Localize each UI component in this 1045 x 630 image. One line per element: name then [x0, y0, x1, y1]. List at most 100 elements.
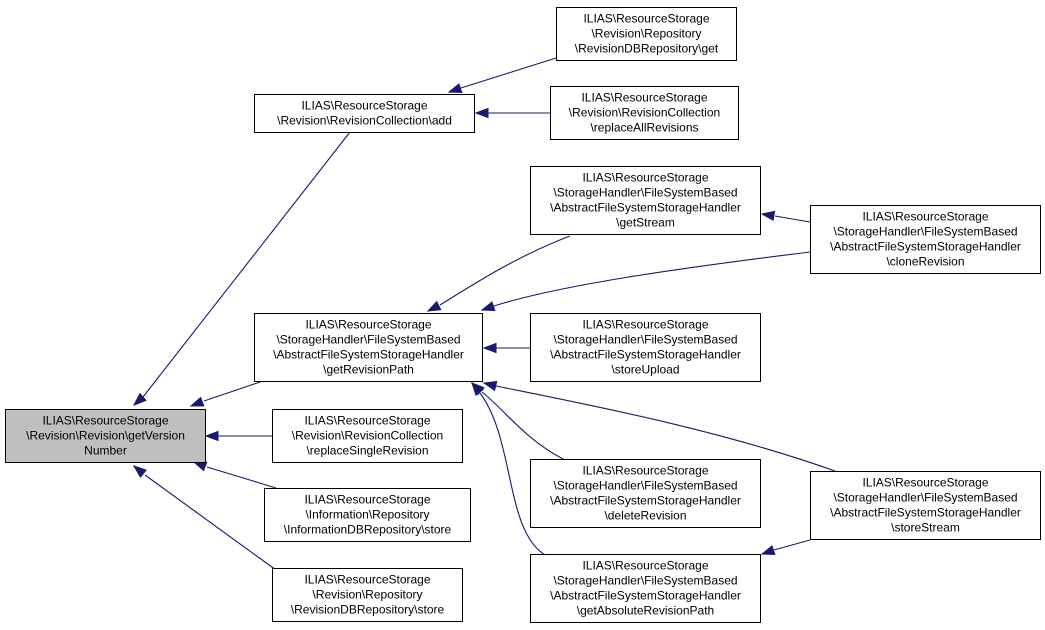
edge-cloneRevision-to-getStream	[760, 210, 811, 223]
edge-line	[203, 380, 264, 402]
node-label-line: \getRevisionPath	[323, 363, 414, 377]
arrowhead-icon	[760, 545, 776, 556]
edge-line	[144, 474, 277, 571]
node-box	[254, 94, 475, 133]
node-label-line: \AbstractFileSystemStorageHandler	[273, 348, 464, 362]
node-label-line: ILIAS\ResourceStorage	[583, 12, 709, 26]
node-box	[810, 205, 1041, 274]
node-label-line: ILIAS\ResourceStorage	[305, 318, 431, 332]
node-storeUpload[interactable]: ILIAS\ResourceStorage\StorageHandler\Fil…	[530, 313, 761, 382]
node-label-line: \RevisionDBRepository\get	[575, 42, 719, 56]
node-label-line: \Revision\RevisionCollection\add	[277, 114, 452, 128]
edge-infoStore-to-root	[192, 461, 277, 489]
node-label-line: \StorageHandler\FileSystemBased	[553, 333, 737, 347]
node-box	[556, 7, 737, 61]
node-label-line: ILIAS\ResourceStorage	[582, 318, 708, 332]
node-label-line: ILIAS\ResourceStorage	[582, 559, 708, 573]
arrowhead-icon	[447, 83, 463, 94]
node-label-line: \getStream	[616, 216, 675, 230]
node-label-line: \cloneRevision	[886, 255, 964, 269]
node-box	[5, 409, 206, 463]
node-box	[530, 459, 761, 528]
node-label-line: \RevisionDBRepository\store	[291, 603, 445, 617]
node-label-line: \StorageHandler\FileSystemBased	[833, 491, 1017, 505]
arrowhead-icon	[192, 461, 208, 472]
node-label-line: ILIAS\ResourceStorage	[304, 573, 430, 587]
node-infoStore[interactable]: ILIAS\ResourceStorage\Information\Reposi…	[264, 488, 471, 542]
arrowhead-icon	[189, 396, 205, 407]
edge-getRevisionPath-to-root	[189, 380, 264, 407]
edge-revStore-to-root	[132, 465, 277, 571]
node-label-line: ILIAS\ResourceStorage	[304, 493, 430, 507]
node-label-line: ILIAS\ResourceStorage	[862, 476, 988, 490]
nodes-layer: ILIAS\ResourceStorage\Revision\Revision\…	[5, 7, 1041, 623]
node-label-line: \AbstractFileSystemStorageHandler	[550, 494, 741, 508]
node-getRevisionPath[interactable]: ILIAS\ResourceStorage\StorageHandler\Fil…	[254, 313, 483, 382]
node-label-line: ILIAS\ResourceStorage	[301, 99, 427, 113]
node-label-line: ILIAS\ResourceStorage	[582, 464, 708, 478]
edge-storeStream-to-getRevisionPath	[482, 380, 836, 472]
node-label-line: \StorageHandler\FileSystemBased	[553, 186, 737, 200]
node-label-line: ILIAS\ResourceStorage	[582, 171, 708, 185]
arrowhead-icon	[204, 430, 219, 442]
node-revStore[interactable]: ILIAS\ResourceStorage\Revision\Repositor…	[272, 568, 463, 622]
node-cloneRevision[interactable]: ILIAS\ResourceStorage\StorageHandler\Fil…	[810, 205, 1041, 274]
node-add[interactable]: ILIAS\ResourceStorage\Revision\RevisionC…	[254, 94, 475, 133]
node-label-line: \Revision\Repository	[312, 588, 422, 602]
node-label-line: \replaceSingleRevision	[306, 444, 428, 458]
node-box	[272, 568, 463, 622]
node-label-line: \StorageHandler\FileSystemBased	[833, 225, 1017, 239]
edge-line	[142, 131, 351, 398]
edge-get-to-add	[447, 57, 557, 94]
node-label-line: \storeStream	[891, 521, 960, 535]
arrowhead-icon	[760, 210, 776, 222]
node-box	[254, 313, 483, 382]
node-label-line: \storeUpload	[611, 363, 679, 377]
edge-add-to-root	[132, 131, 351, 406]
node-getAbsolute[interactable]: ILIAS\ResourceStorage\StorageHandler\Fil…	[530, 554, 761, 623]
edge-replaceSingle-to-root	[204, 430, 272, 442]
node-box	[264, 488, 471, 542]
edge-storeUpload-to-getRevisionPath	[482, 342, 530, 354]
edge-line	[481, 391, 566, 461]
node-label-line: ILIAS\ResourceStorage	[42, 414, 168, 428]
edge-line	[439, 235, 571, 306]
node-getStream[interactable]: ILIAS\ResourceStorage\StorageHandler\Fil…	[530, 166, 761, 235]
arrowhead-icon	[482, 342, 497, 354]
edge-line	[773, 539, 811, 551]
node-storeStream[interactable]: ILIAS\ResourceStorage\StorageHandler\Fil…	[810, 471, 1041, 540]
node-box	[272, 409, 463, 463]
edge-replaceAll-to-add	[474, 107, 550, 119]
node-get[interactable]: ILIAS\ResourceStorage\Revision\Repositor…	[556, 7, 737, 61]
arrowhead-icon	[474, 107, 489, 119]
arrowhead-icon	[482, 380, 498, 392]
node-box	[810, 471, 1041, 540]
edge-line	[479, 392, 546, 556]
node-deleteRevision[interactable]: ILIAS\ResourceStorage\StorageHandler\Fil…	[530, 459, 761, 528]
node-root[interactable]: ILIAS\ResourceStorage\Revision\Revision\…	[5, 409, 206, 463]
node-label-line: \AbstractFileSystemStorageHandler	[550, 348, 741, 362]
node-label-line: Number	[84, 444, 127, 458]
node-replaceAll[interactable]: ILIAS\ResourceStorage\Revision\RevisionC…	[550, 86, 739, 140]
arrowhead-icon	[426, 300, 442, 312]
node-label-line: \StorageHandler\FileSystemBased	[553, 479, 737, 493]
node-label-line: \AbstractFileSystemStorageHandler	[550, 589, 741, 603]
node-label-line: \StorageHandler\FileSystemBased	[553, 574, 737, 588]
arrowhead-icon	[471, 381, 484, 397]
node-box	[530, 554, 761, 623]
arrowhead-icon	[132, 465, 147, 478]
node-label-line: \AbstractFileSystemStorageHandler	[830, 240, 1021, 254]
node-label-line: \replaceAllRevisions	[590, 121, 698, 135]
node-label-line: \Revision\RevisionCollection	[569, 106, 720, 120]
node-label-line: \AbstractFileSystemStorageHandler	[830, 506, 1021, 520]
node-label-line: \AbstractFileSystemStorageHandler	[550, 201, 741, 215]
edge-line	[460, 57, 557, 89]
edge-getAbsolute-to-getRevisionPath	[471, 381, 546, 556]
edges-layer	[132, 57, 836, 571]
edge-storeStream-to-getAbsolute	[760, 539, 811, 556]
node-label-line: ILIAS\ResourceStorage	[581, 91, 707, 105]
node-replaceSingle[interactable]: ILIAS\ResourceStorage\Revision\RevisionC…	[272, 409, 463, 463]
arrowhead-icon	[132, 392, 147, 406]
edge-deleteRevision-to-getRevisionPath	[470, 382, 566, 461]
node-box	[530, 166, 761, 235]
